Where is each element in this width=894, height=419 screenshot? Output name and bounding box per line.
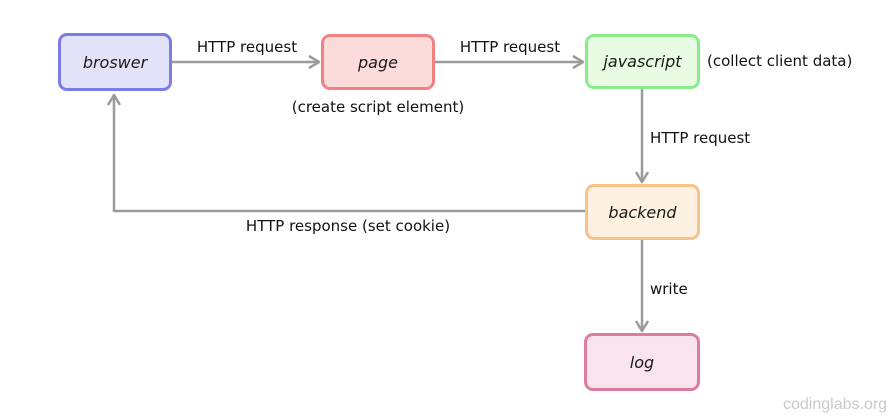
node-log: log [584,333,700,391]
arrow-browser-to-page [172,54,321,70]
edge-label-page-to-javascript: HTTP request [459,38,561,56]
annotation-collect-client-data: (collect client data) [707,52,853,70]
node-backend-label: backend [608,202,677,222]
watermark-codinglabs: codinglabs.org [783,396,888,413]
arrow-backend-to-log [634,240,650,333]
node-page-label: page [358,52,398,72]
node-browser: broswer [58,33,172,91]
arrow-page-to-javascript [435,54,585,70]
edge-label-javascript-to-backend: HTTP request [650,129,751,147]
edge-label-browser-to-page: HTTP request [196,38,298,56]
arrow-javascript-to-backend [634,89,650,184]
annotation-create-script-element: (create script element) [291,98,465,116]
node-browser-label: broswer [82,52,148,72]
node-page: page [321,34,435,90]
node-javascript-label: javascript [603,52,682,71]
node-backend: backend [585,184,700,240]
node-log-label: log [629,352,655,372]
node-javascript: javascript [585,34,700,89]
edge-label-backend-to-browser: HTTP response (set cookie) [245,217,451,235]
edge-label-backend-to-log: write [650,280,688,298]
